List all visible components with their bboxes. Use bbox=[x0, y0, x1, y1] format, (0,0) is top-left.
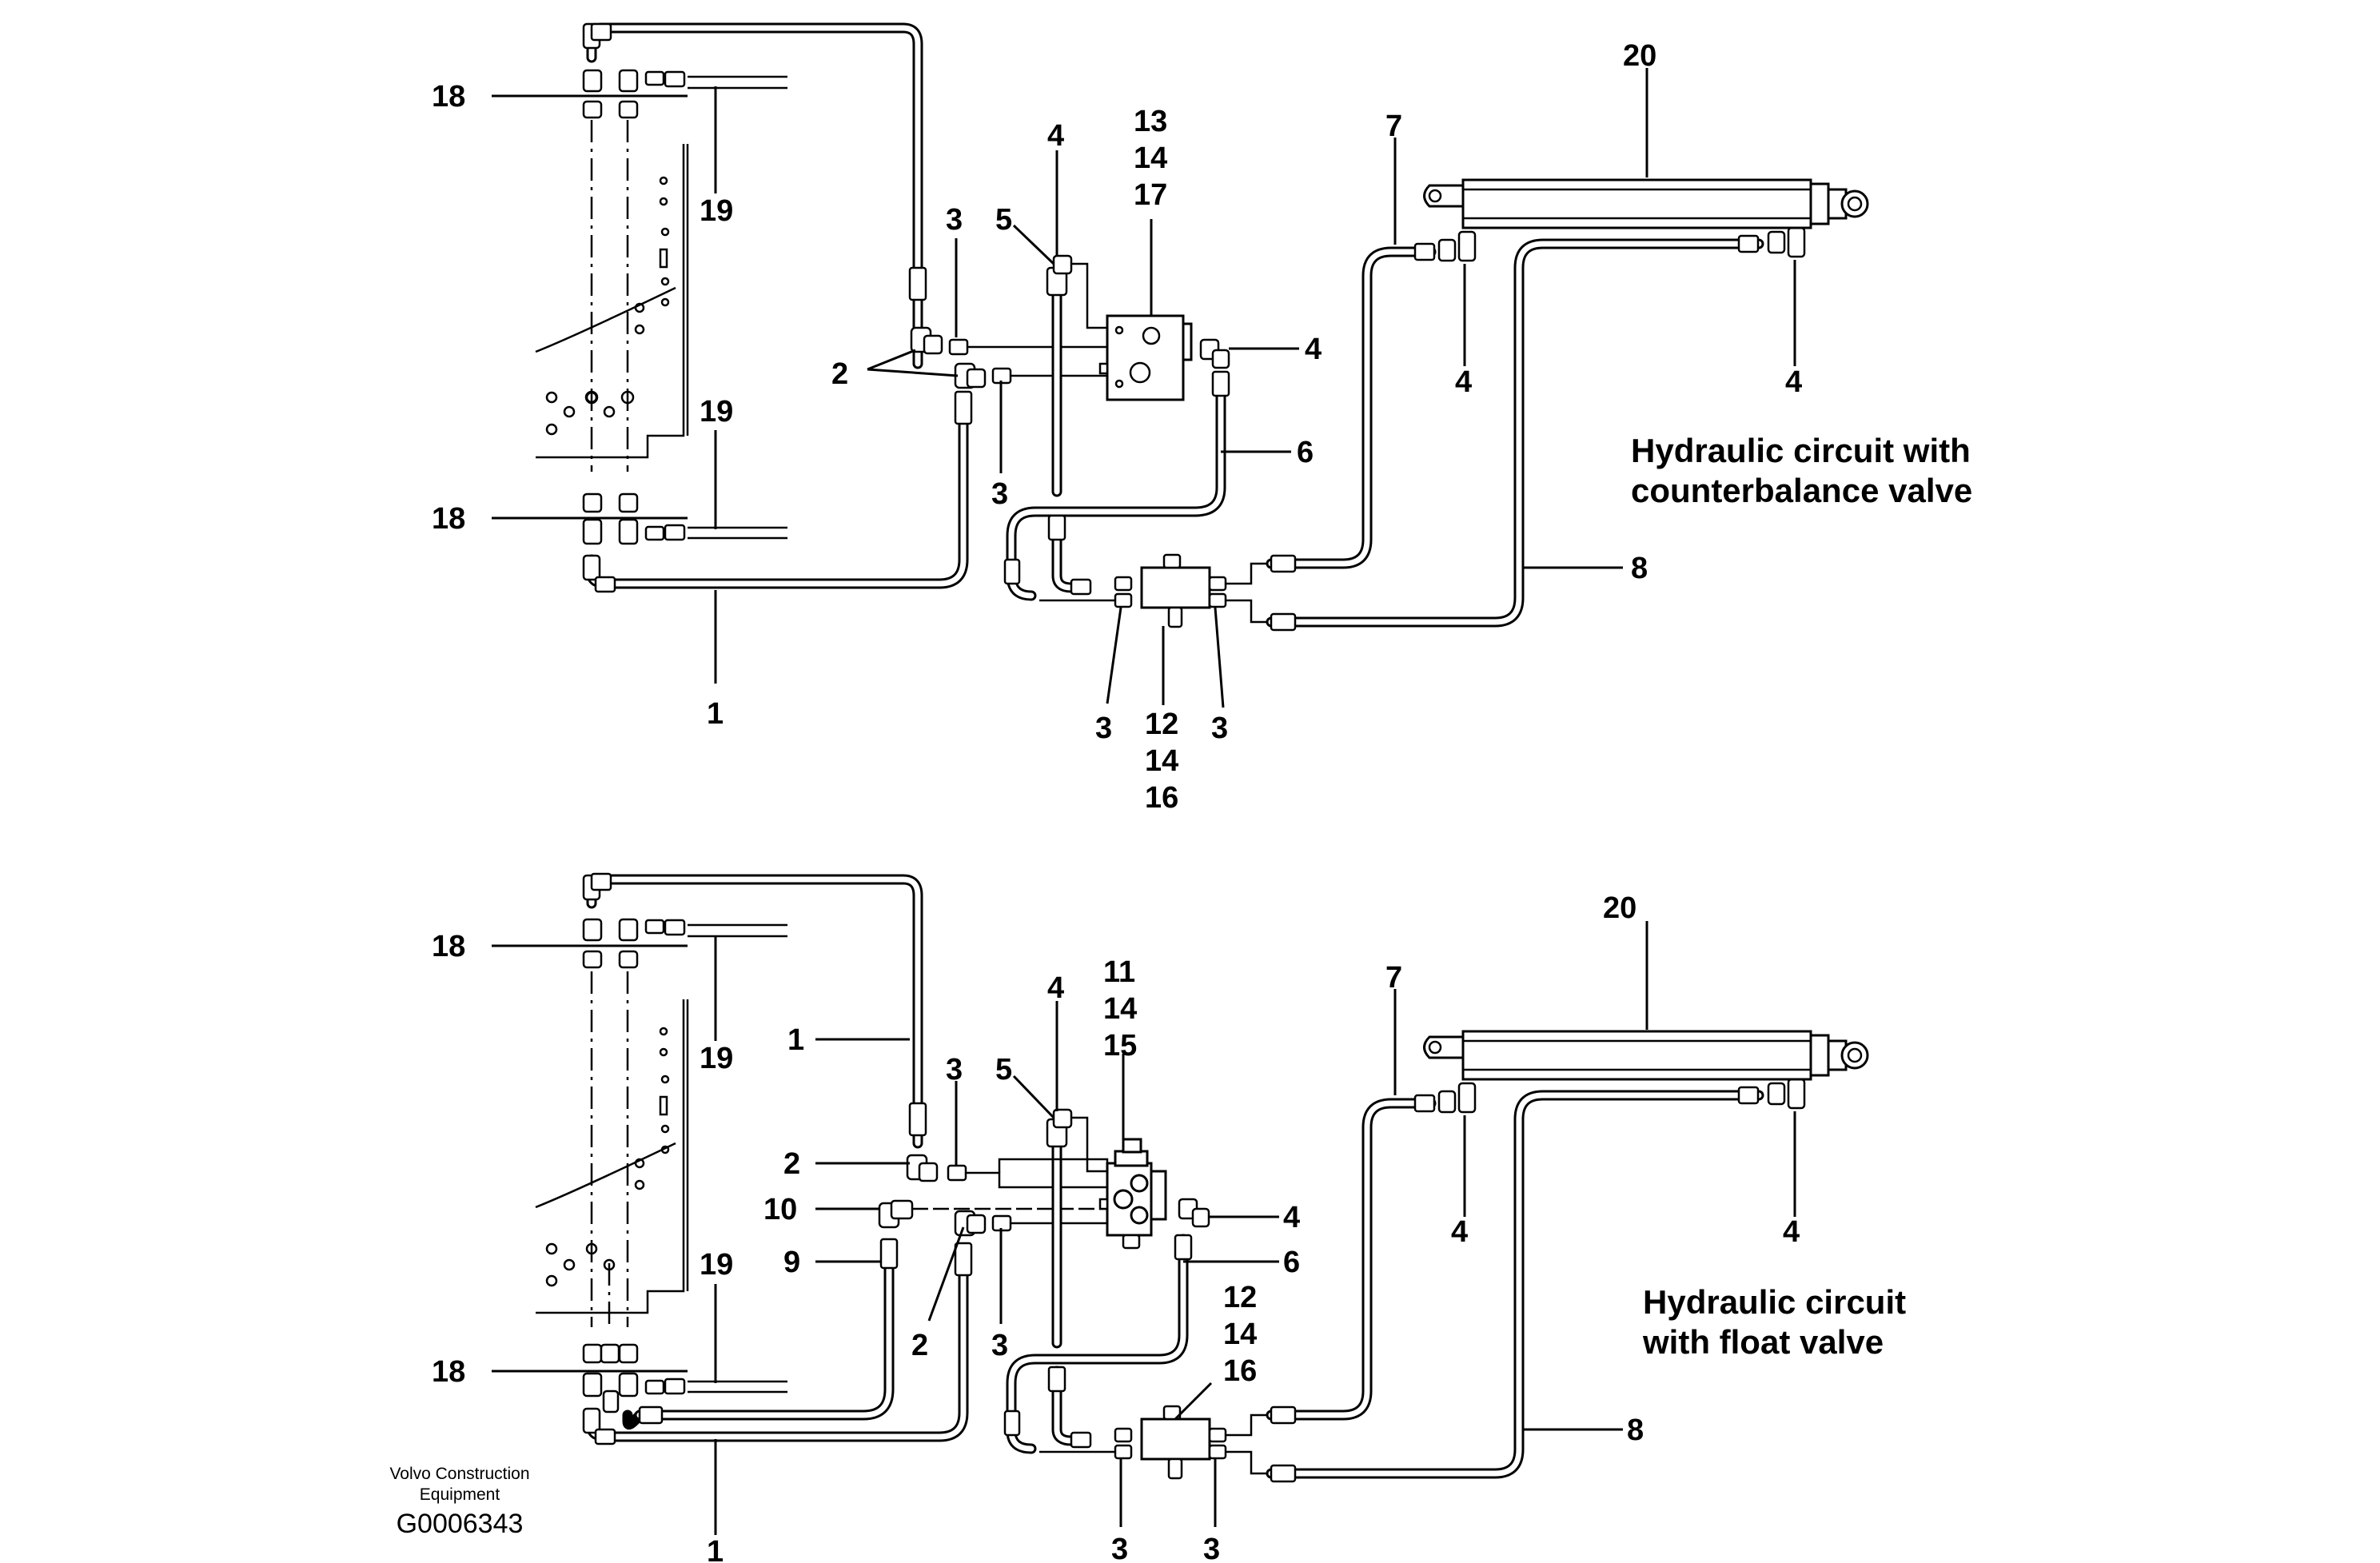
label-8: 8 bbox=[1631, 552, 1648, 585]
label-19: 19 bbox=[700, 1248, 733, 1282]
label-7: 7 bbox=[1385, 961, 1402, 995]
credit-line2: Equipment bbox=[420, 1485, 500, 1504]
label-3: 3 bbox=[1203, 1533, 1220, 1563]
label-4: 4 bbox=[1785, 365, 1802, 399]
label-18: 18 bbox=[432, 80, 465, 114]
label-4: 4 bbox=[1305, 333, 1322, 366]
label-3: 3 bbox=[1095, 712, 1112, 745]
label-19: 19 bbox=[700, 1042, 733, 1075]
label-18: 18 bbox=[432, 930, 465, 963]
label-3: 3 bbox=[946, 1053, 963, 1087]
circuit-float-valve: 18 19 19 18 1 1 3 5 4 11 14 15 2 10 9 2 … bbox=[432, 872, 1906, 1563]
label-4: 4 bbox=[1783, 1215, 1800, 1249]
circuit-counterbalance: 18 19 19 18 1 3 5 4 13 14 17 2 4 3 6 3 1… bbox=[432, 22, 1972, 815]
label-11: 11 bbox=[1103, 955, 1135, 989]
label-13: 13 bbox=[1134, 105, 1167, 138]
label-12: 12 bbox=[1223, 1281, 1257, 1314]
label-3: 3 bbox=[946, 203, 963, 237]
credit-line1: Volvo Construction bbox=[389, 1465, 529, 1483]
label-18: 18 bbox=[432, 1355, 465, 1389]
frame-plate-top bbox=[535, 75, 787, 540]
float-valve bbox=[1098, 1138, 1167, 1250]
label-2: 2 bbox=[831, 357, 848, 391]
leaders-top bbox=[492, 68, 1796, 708]
label-3: 3 bbox=[991, 477, 1008, 511]
caption-counterbalance-line1: Hydraulic circuit with bbox=[1631, 432, 1971, 469]
label-9: 9 bbox=[783, 1246, 800, 1279]
label-17: 17 bbox=[1134, 178, 1167, 212]
label-14: 14 bbox=[1223, 1318, 1257, 1351]
label-7: 7 bbox=[1385, 110, 1402, 143]
label-14: 14 bbox=[1103, 992, 1137, 1026]
caption-float-valve-line2: with float valve bbox=[1642, 1323, 1884, 1361]
caption-counterbalance-line2: counterbalance valve bbox=[1631, 472, 1972, 509]
label-19: 19 bbox=[700, 194, 733, 228]
label-18: 18 bbox=[432, 502, 465, 536]
label-20: 20 bbox=[1623, 39, 1656, 73]
label-3: 3 bbox=[991, 1329, 1008, 1362]
label-2: 2 bbox=[911, 1329, 928, 1362]
label-4: 4 bbox=[1047, 971, 1064, 1005]
label-19: 19 bbox=[700, 395, 733, 429]
label-15: 15 bbox=[1103, 1029, 1137, 1063]
label-1: 1 bbox=[707, 1535, 724, 1563]
label-5: 5 bbox=[995, 203, 1012, 237]
label-2: 2 bbox=[783, 1147, 800, 1181]
valve-block-12-14-16-top bbox=[1039, 553, 1271, 628]
label-14: 14 bbox=[1134, 142, 1167, 175]
label-8: 8 bbox=[1627, 1413, 1644, 1447]
label-3: 3 bbox=[1211, 712, 1228, 745]
label-4: 4 bbox=[1047, 119, 1064, 153]
label-6: 6 bbox=[1283, 1246, 1300, 1279]
label-14: 14 bbox=[1145, 744, 1178, 778]
label-4: 4 bbox=[1451, 1215, 1468, 1249]
figure-id: G0006343 bbox=[397, 1509, 524, 1539]
counterbalance-valve bbox=[1098, 314, 1193, 401]
label-1: 1 bbox=[787, 1023, 804, 1057]
label-1: 1 bbox=[707, 697, 724, 731]
hydraulic-cylinder-top bbox=[1423, 178, 1869, 229]
label-20: 20 bbox=[1603, 891, 1636, 925]
label-12: 12 bbox=[1145, 708, 1178, 741]
label-4: 4 bbox=[1283, 1201, 1300, 1234]
leaders-bottom bbox=[492, 921, 1796, 1535]
label-6: 6 bbox=[1297, 436, 1314, 469]
label-16: 16 bbox=[1145, 781, 1178, 815]
fittings-frame-bottom bbox=[582, 918, 686, 1413]
hydraulic-cylinder-bottom bbox=[1423, 1030, 1869, 1081]
label-16: 16 bbox=[1223, 1354, 1257, 1388]
caption-float-valve-line1: Hydraulic circuit bbox=[1643, 1283, 1906, 1321]
valve-block-12-14-16-bottom bbox=[1039, 1405, 1271, 1480]
frame-plate-bottom bbox=[535, 923, 787, 1394]
label-3: 3 bbox=[1111, 1533, 1128, 1563]
label-4: 4 bbox=[1455, 365, 1472, 399]
credit-block: Volvo Construction Equipment G0006343 bbox=[389, 1465, 529, 1539]
label-10: 10 bbox=[763, 1193, 797, 1226]
fittings-frame-top bbox=[582, 69, 686, 545]
label-5: 5 bbox=[995, 1053, 1012, 1087]
